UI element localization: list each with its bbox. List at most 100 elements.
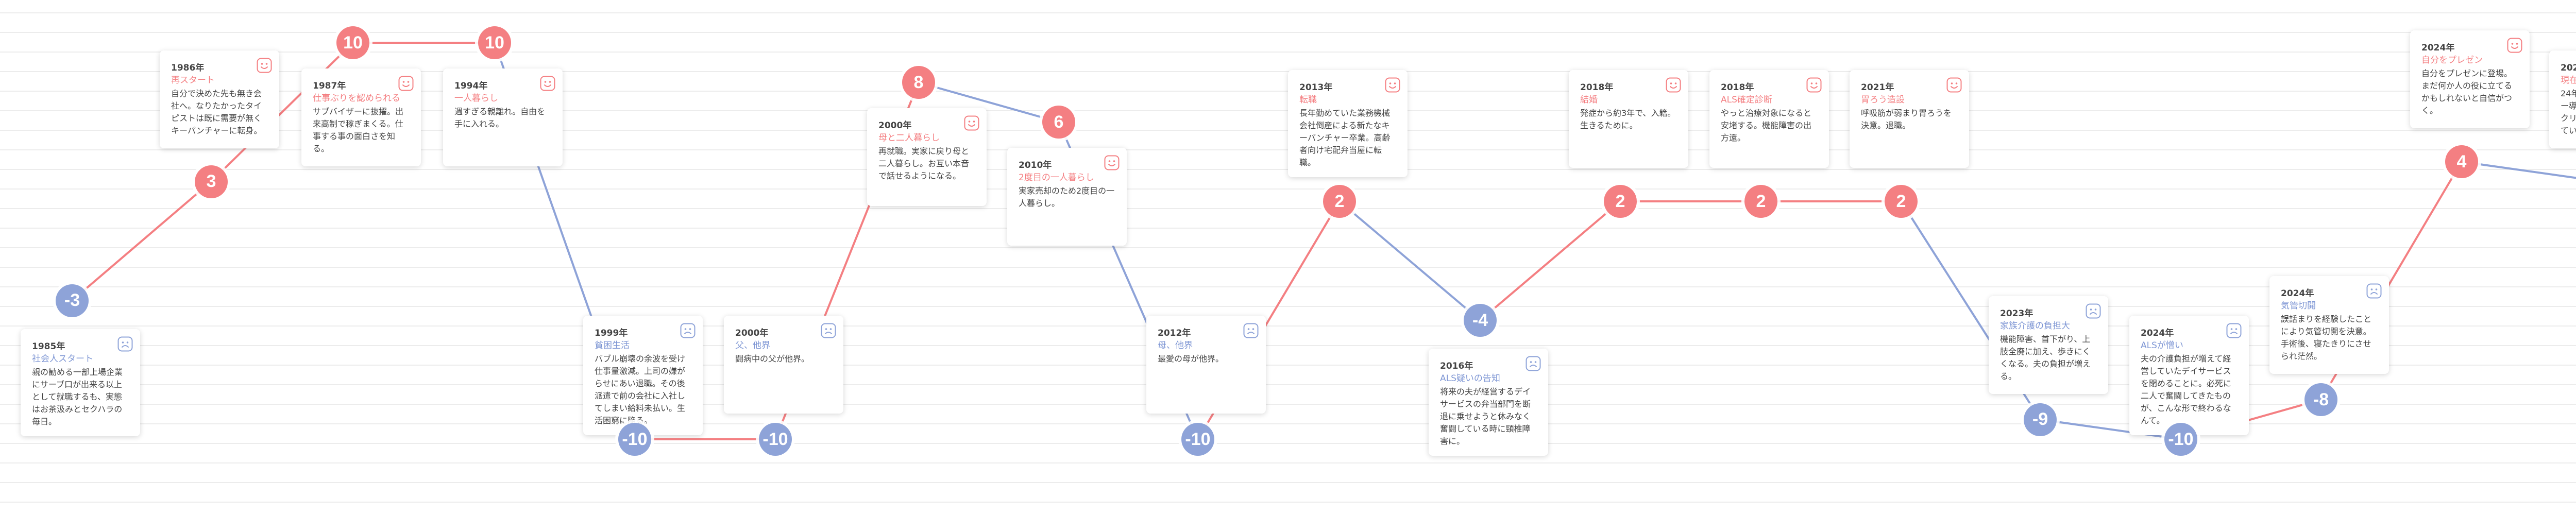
smile-face-icon	[1385, 77, 1400, 93]
event-year: 2018年	[1721, 82, 1754, 93]
event-description: 長年勤めていた業務機械会社倒産による新たなキーパンチャー卒業。高齢者向け宅配弁当…	[1299, 108, 1391, 167]
sad-face-icon	[1526, 356, 1541, 371]
event-card: 2025年現在24年11月から自費ヘルパー導入。一つずつ目標をクリアし体制を整え…	[2549, 50, 2576, 148]
event-description: 呼吸筋が弱まり胃ろうを決意。退職。	[1861, 108, 1952, 130]
event-title: 再スタート	[171, 75, 215, 85]
event-description: 発症から約3年で、入籍。生きるために。	[1580, 108, 1676, 130]
smile-face-icon	[1104, 155, 1120, 170]
smile-face-icon	[257, 58, 272, 73]
event-year: 2010年	[1019, 160, 1052, 170]
score-node: 2	[1885, 185, 1918, 218]
event-title: 自分をプレゼン	[2421, 55, 2483, 65]
event-title: 家族介護の負担大	[2000, 320, 2070, 331]
event-title: 母と二人暮らし	[878, 133, 940, 143]
score-node: -3	[56, 284, 89, 317]
event-card: 2013年転職長年勤めていた業務機械会社倒産による新たなキーパンチャー卒業。高齢…	[1288, 70, 1408, 177]
event-title: 胃ろう造設	[1861, 95, 1905, 105]
event-title: 一人暮らし	[454, 93, 498, 104]
score-node: -4	[1464, 304, 1497, 337]
event-description: バブル崩壊の余波を受け仕事量激減。上司の嫌がらせにあい退職。その後派遣で前の会社…	[595, 354, 686, 425]
event-card: 1994年一人暮らし週すぎる親離れ。自由を手に入れる。	[443, 68, 563, 166]
event-title: 貧困生活	[595, 340, 630, 351]
event-card: 2024年自分をプレゼン自分をプレゼンに登場。まだ何か人の役に立てるかもしれない…	[2410, 30, 2530, 128]
event-card: 2018年結婚発症から約3年で、入籍。生きるために。	[1569, 70, 1688, 168]
event-description: サブバイザーに抜擢。出来高制で稼ぎまくる。仕事する事の面白さを知る。	[313, 107, 404, 153]
event-title: ALS疑いの告知	[1440, 373, 1500, 384]
connector-line	[1479, 200, 1621, 321]
event-description: やっと治療対象になると安堵する。機能障害の出方還。	[1721, 108, 1812, 143]
guide-line	[0, 443, 2576, 444]
event-card: 2000年母と二人暮らし再就職。実家に戻り母と二人暮らし。お互い本音で話せるよう…	[867, 108, 987, 206]
event-card: 1986年再スタート自分で決めた先も無き会社へ。なりたかったタイピストは既に需要…	[160, 50, 279, 148]
smile-face-icon	[1806, 77, 1822, 93]
event-description: 自分で決めた先も無き会社へ。なりたかったタイピストは既に需要が無くキーパンチャー…	[171, 88, 262, 135]
connector-line	[210, 42, 354, 182]
guide-line	[0, 306, 2576, 307]
event-description: 最愛の母が他界。	[1158, 354, 1224, 364]
connector-line	[71, 180, 212, 302]
event-year: 2013年	[1299, 82, 1333, 93]
score-node: 10	[336, 26, 369, 59]
sad-face-icon	[1243, 323, 1259, 338]
event-title: 父、他界	[735, 340, 770, 351]
score-node: -10	[2164, 423, 2197, 456]
event-year: 1987年	[313, 81, 346, 91]
event-year: 2023年	[2000, 308, 2033, 319]
event-year: 2000年	[735, 328, 769, 338]
event-card: 2000年父、他界闘病中の父が他界。	[724, 316, 843, 414]
event-card: 2012年母、他界最愛の母が他界。	[1146, 316, 1266, 414]
event-card: 1985年社会人スタート親の勧める一部上場企業にサーブ口が出来る以上として就職す…	[21, 329, 140, 436]
guide-line	[0, 423, 2576, 424]
score-node: 3	[195, 165, 228, 198]
sad-face-icon	[117, 336, 133, 351]
event-year: 2025年	[2561, 62, 2576, 73]
guide-line	[0, 247, 2576, 248]
guide-line	[0, 71, 2576, 72]
event-year: 2024年	[2421, 43, 2455, 53]
event-year: 1994年	[454, 81, 488, 91]
event-description: 誤話まりを経験したことにより気管切開を決意。手術後、寝たきりにさせられ茫然。	[2281, 314, 2372, 361]
event-title: ALS確定診断	[1721, 95, 1772, 105]
guide-line	[0, 365, 2576, 366]
guide-line	[0, 462, 2576, 464]
event-description: 24年11月から自費ヘルパー導入。一つずつ目標をクリアし体制を整えだしている。	[2561, 88, 2576, 135]
event-card: 1999年貧困生活バブル崩壊の余波を受け仕事量激減。上司の嫌がらせにあい退職。そ…	[583, 316, 703, 435]
score-node: 2	[1604, 185, 1637, 218]
event-year: 2021年	[1861, 82, 1894, 93]
score-node: 6	[1042, 106, 1075, 139]
connector-line	[918, 81, 1059, 123]
event-description: 実家売却のため2度目の一人暮らし。	[1019, 186, 1115, 208]
smile-face-icon	[964, 115, 979, 131]
event-description: 将来の夫が経営するデイサービスの弁当部門を断退に乗せようと休みなく奮闘している時…	[1440, 387, 1531, 446]
guide-line	[0, 188, 2576, 190]
score-node: 4	[2445, 145, 2478, 178]
guide-line	[0, 404, 2576, 405]
event-title: ALSが憎い	[2141, 340, 2183, 351]
event-description: 週すぎる親離れ。自由を手に入れる。	[454, 107, 546, 129]
event-description: 親の勧める一部上場企業にサーブ口が出来る以上として就職するも、実態はお茶汲みとセ…	[32, 367, 123, 426]
sad-face-icon	[2226, 323, 2242, 338]
event-title: 母、他界	[1158, 340, 1193, 351]
event-title: 気管切開	[2281, 301, 2316, 311]
score-node: -10	[1181, 423, 1214, 456]
event-year: 2024年	[2141, 328, 2174, 338]
guide-line	[0, 502, 2576, 503]
event-title: 社会人スタート	[32, 353, 93, 364]
score-node: -9	[2024, 403, 2057, 436]
score-node: -10	[759, 423, 792, 456]
event-year: 1985年	[32, 341, 65, 352]
guide-line	[0, 52, 2576, 53]
connector-line	[2040, 418, 2181, 440]
event-description: 再就職。実家に戻り母と二人暮らし。お互い本音で話せるようになる。	[878, 146, 970, 181]
smile-face-icon	[398, 76, 414, 91]
guide-line	[0, 482, 2576, 483]
score-node: 2	[1744, 185, 1777, 218]
score-node: -8	[2304, 383, 2337, 416]
event-card: 2024年気管切開誤話まりを経験したことにより気管切開を決意。手術後、寝たきりに…	[2269, 276, 2389, 374]
sad-face-icon	[680, 323, 696, 338]
event-year: 2024年	[2281, 288, 2314, 299]
connector-line	[1338, 200, 1481, 321]
